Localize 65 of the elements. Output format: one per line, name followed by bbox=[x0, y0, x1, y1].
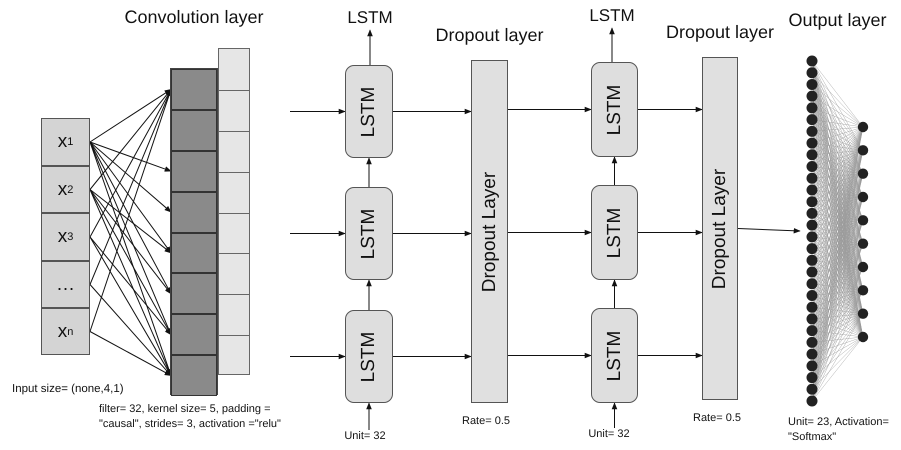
feature-map-cell bbox=[171, 110, 217, 151]
lstm-label: LSTM bbox=[358, 208, 380, 259]
arrow bbox=[738, 228, 801, 234]
arrow bbox=[609, 27, 615, 62]
parameter-note: Rate= 0.5 bbox=[693, 411, 742, 426]
arrow bbox=[612, 402, 618, 428]
parameter-note: filter= 32, kernel size= 5, padding = "causal", strides= 3, activation ="relu" bbox=[99, 402, 282, 432]
arrow bbox=[90, 189, 172, 294]
layer-label: Dropout Layer bbox=[478, 171, 500, 292]
arrow bbox=[612, 279, 618, 308]
feature-map-cell bbox=[171, 314, 217, 356]
unit-label: Unit= 32 bbox=[574, 428, 644, 442]
arrow bbox=[508, 230, 592, 236]
arrow bbox=[638, 230, 703, 236]
arrow bbox=[90, 142, 172, 172]
arrow bbox=[290, 354, 346, 360]
arrow bbox=[638, 106, 703, 112]
arrow bbox=[508, 352, 592, 358]
arrow bbox=[392, 354, 472, 360]
lstm-label: LSTM bbox=[604, 84, 626, 135]
lstm-label: LSTM bbox=[358, 331, 380, 382]
arrow bbox=[90, 88, 172, 142]
lstm-label: LSTM bbox=[604, 207, 626, 258]
feature-map-cell bbox=[171, 69, 217, 110]
input-cell: … bbox=[41, 261, 90, 308]
layer-title: Convolution layer bbox=[124, 7, 264, 28]
feature-map-cell bbox=[171, 273, 217, 314]
lstm-cell bbox=[591, 308, 638, 403]
arrow bbox=[90, 142, 172, 213]
lstm-cell bbox=[345, 187, 393, 280]
arrow bbox=[638, 352, 703, 358]
arrow bbox=[90, 189, 172, 254]
arrow bbox=[367, 29, 373, 66]
arrow bbox=[366, 157, 372, 188]
layer-title: Dropout layer bbox=[435, 25, 544, 46]
arrow bbox=[366, 402, 372, 430]
arrow bbox=[90, 331, 172, 376]
feature-map-cell bbox=[171, 150, 217, 192]
arrow bbox=[290, 230, 346, 236]
arrow bbox=[392, 230, 472, 236]
lstm-cell bbox=[591, 62, 638, 157]
arrow bbox=[366, 279, 372, 310]
lstm-cell bbox=[591, 185, 638, 280]
feature-map-column bbox=[218, 48, 250, 375]
feature-map-cell bbox=[171, 192, 217, 232]
feature-map-cell bbox=[171, 232, 217, 274]
lstm-cell bbox=[345, 310, 393, 403]
lstm-label: LSTM bbox=[604, 330, 626, 381]
layer-label: Dropout Layer bbox=[709, 168, 731, 289]
feature-map-cell bbox=[171, 355, 217, 396]
arrow bbox=[290, 108, 346, 114]
layer-title: LSTM bbox=[582, 6, 642, 28]
unit-label: Unit= 32 bbox=[330, 430, 400, 444]
arrow bbox=[90, 236, 172, 336]
layer-title: Dropout layer bbox=[666, 22, 774, 43]
parameter-note: Rate= 0.5 bbox=[462, 414, 510, 429]
layer-title: LSTM bbox=[340, 8, 400, 30]
arrow bbox=[392, 108, 472, 114]
lstm-cell bbox=[345, 65, 393, 158]
layer-title: Output layer bbox=[788, 10, 887, 31]
arrow bbox=[612, 156, 618, 186]
lstm-label: LSTM bbox=[358, 86, 380, 137]
arrow bbox=[508, 106, 592, 112]
input-size-note: Input size= (none,4,1) bbox=[12, 382, 124, 397]
parameter-note: Unit= 23, Activation= "Softmax" bbox=[788, 415, 890, 445]
